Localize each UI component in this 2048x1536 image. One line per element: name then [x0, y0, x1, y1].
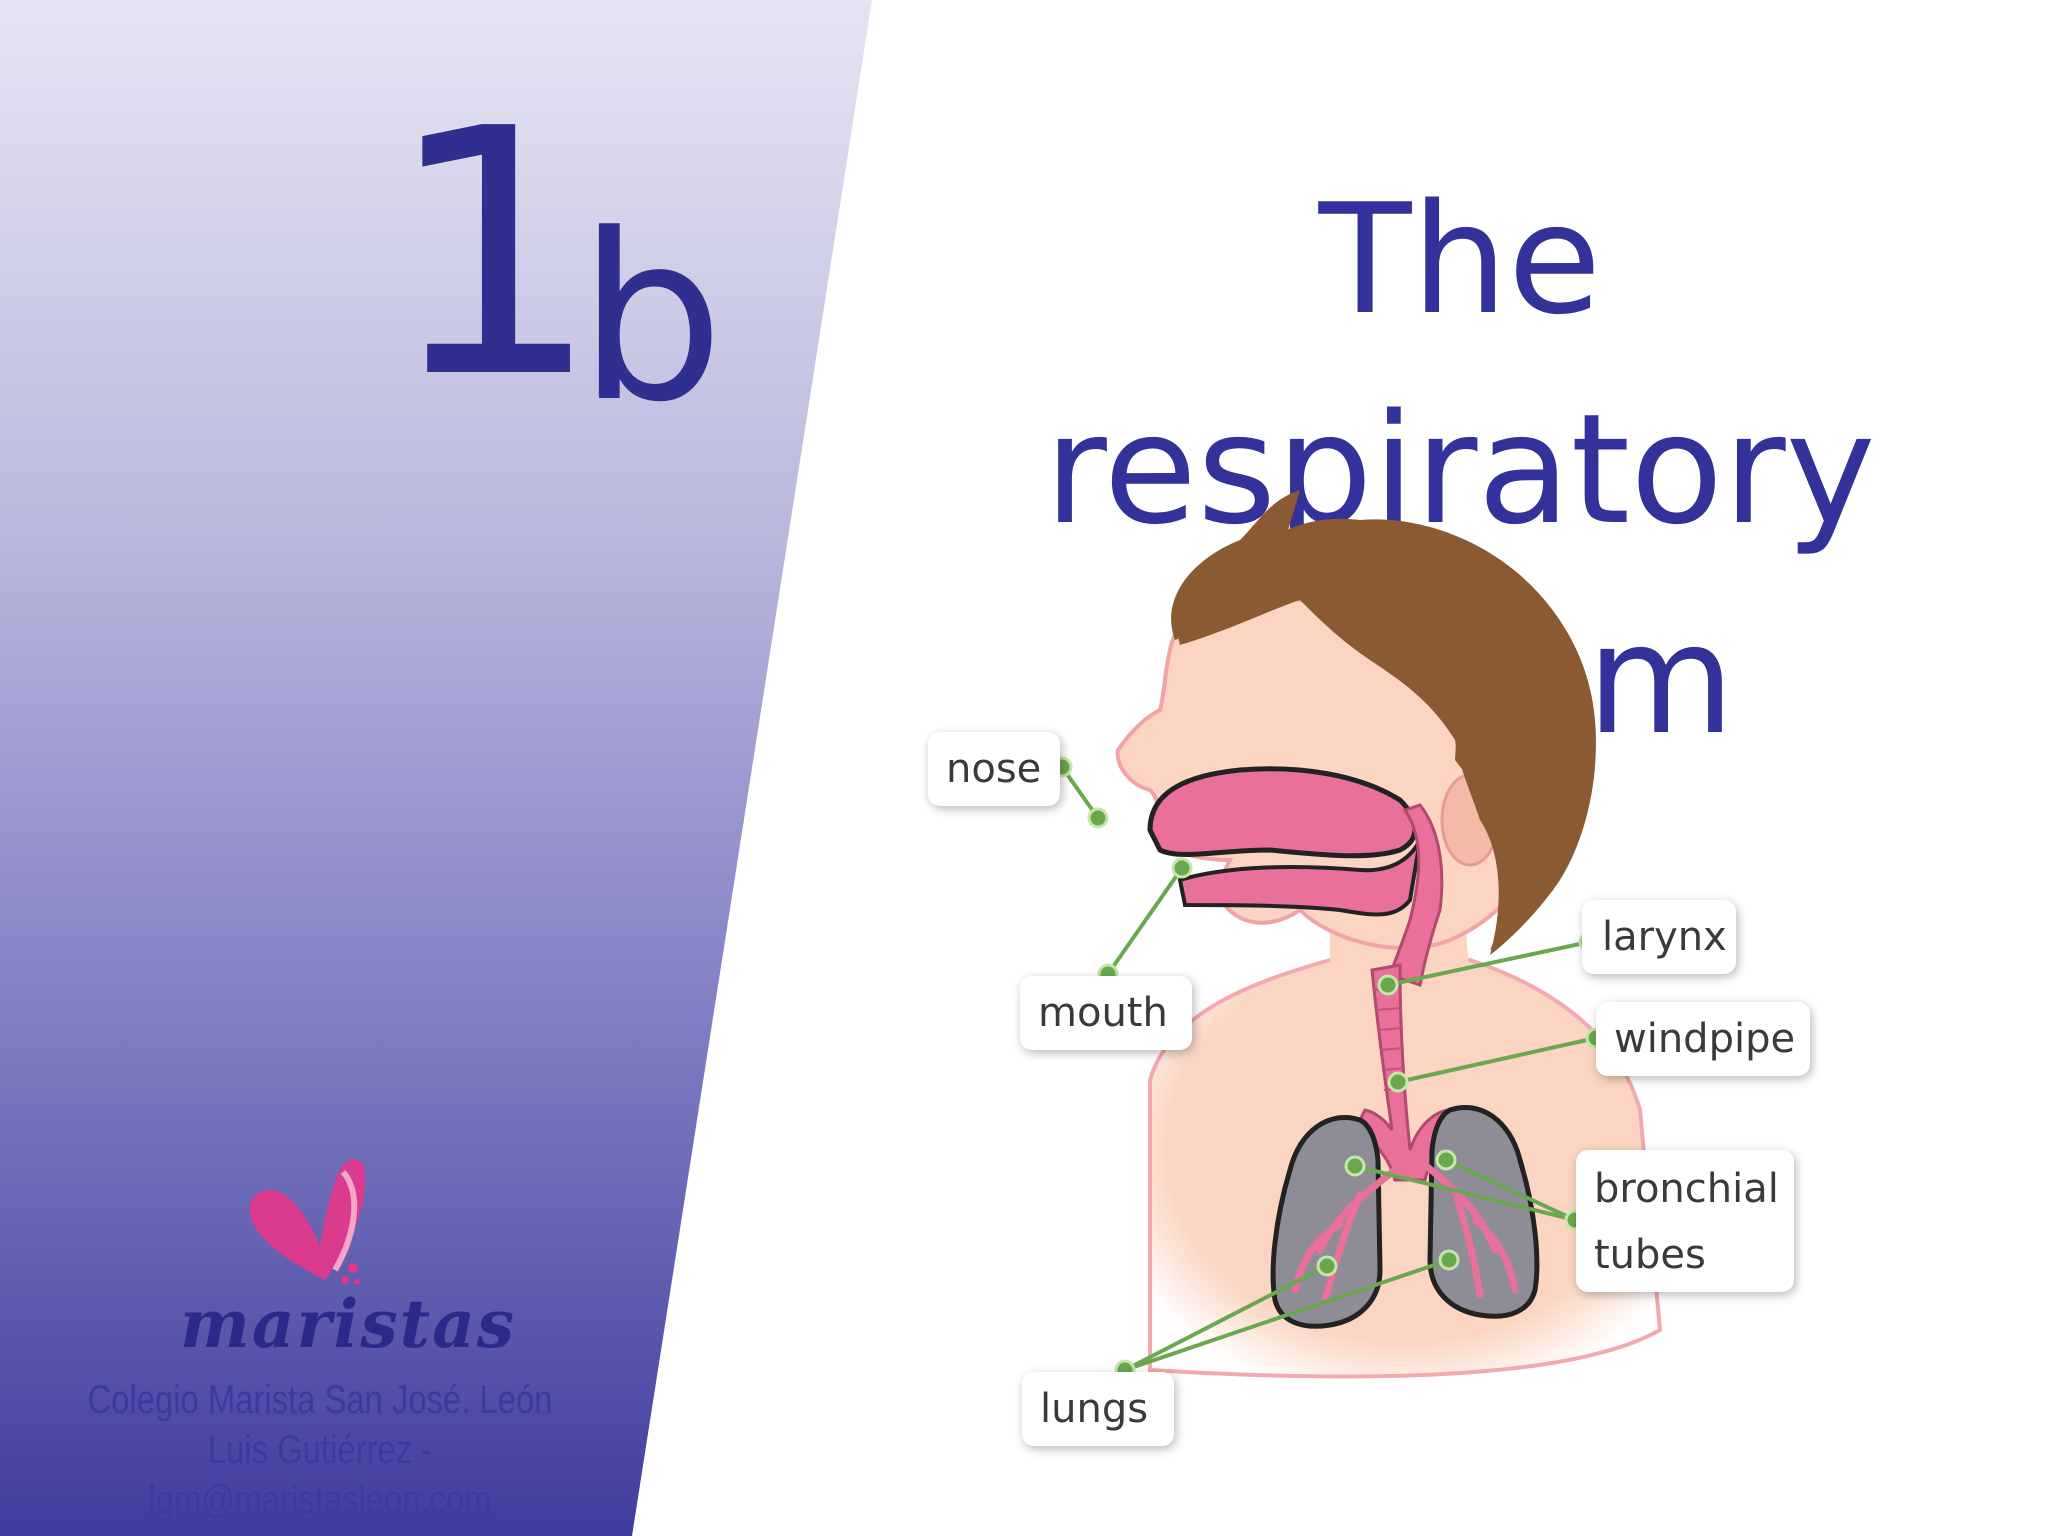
chapter-number: 1 — [385, 57, 601, 453]
heart-logo-icon — [250, 1159, 366, 1280]
label-windpipe-text: windpipe — [1614, 1016, 1796, 1062]
oral-cavity — [1177, 839, 1422, 917]
credits: Colegio Marista San José. León Luis Guti… — [58, 1375, 583, 1525]
label-larynx-text: larynx — [1602, 914, 1727, 960]
label-mouth-text: mouth — [1038, 990, 1168, 1036]
pharynx — [1388, 803, 1444, 987]
bronchi-branches — [1291, 1161, 1519, 1304]
logo-wordmark: maristas — [180, 1285, 517, 1363]
label-bronchial-tubes: bronchial tubes — [1576, 1150, 1794, 1292]
label-nose-text: nose — [946, 746, 1042, 792]
chapter-letter: b — [578, 186, 724, 453]
label-lungs: lungs — [1022, 1372, 1174, 1446]
maristas-logo — [250, 1159, 366, 1285]
leader-lines — [1060, 765, 1597, 1372]
label-lungs-text: lungs — [1040, 1386, 1149, 1432]
title-line-1: The respiratory — [1044, 171, 1876, 558]
author-contact: Luis Gutiérrez - lgm@maristasleon.com — [148, 1428, 492, 1522]
label-larynx: larynx — [1582, 900, 1736, 974]
label-mouth: mouth — [1020, 976, 1192, 1050]
label-bronchial-line-1: bronchial — [1594, 1166, 1779, 1212]
label-windpipe: windpipe — [1596, 1002, 1810, 1076]
label-bronchial-line-2: tubes — [1594, 1232, 1706, 1278]
school-name: Colegio Marista San José. León — [87, 1378, 553, 1422]
hair-top — [1177, 518, 1596, 955]
label-nose: nose — [928, 732, 1060, 806]
windpipe-shape — [1352, 963, 1463, 1182]
